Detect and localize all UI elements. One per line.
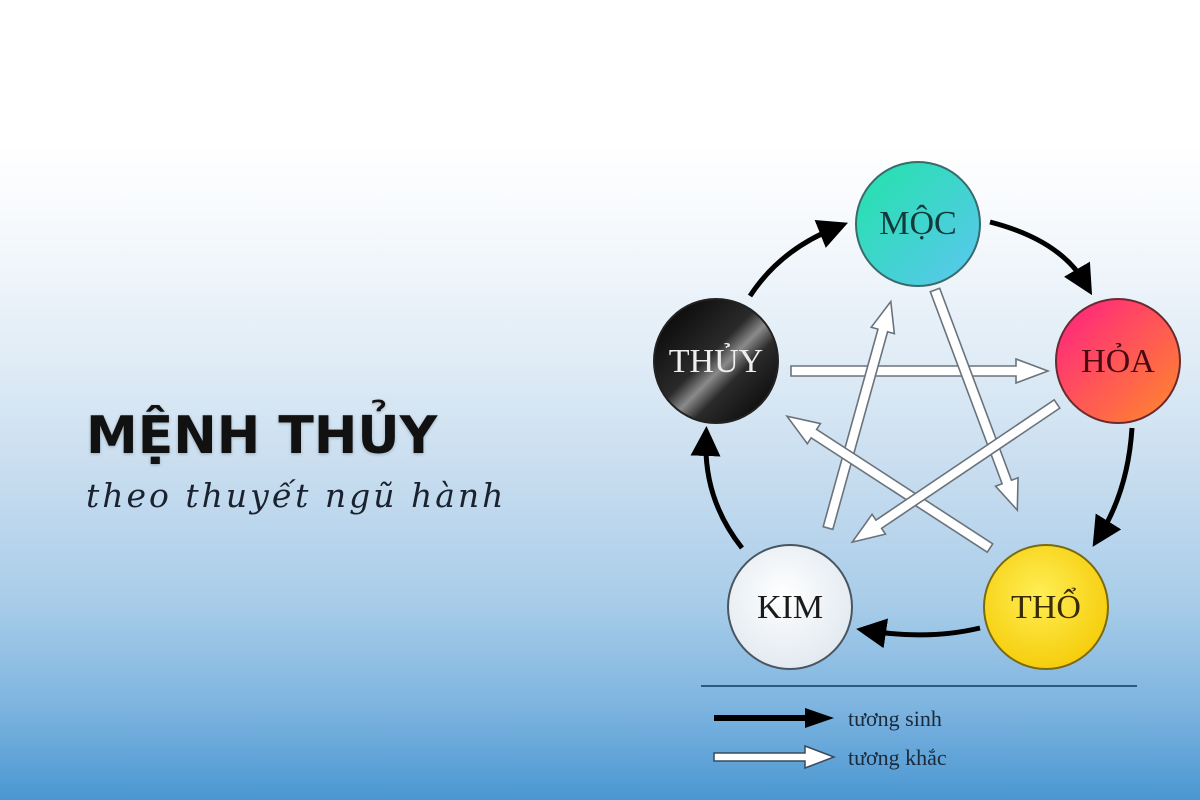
white-arrow-icon [713, 744, 837, 770]
node-kim-label: KIM [757, 589, 823, 626]
legend-label-generating: tương sinh [848, 706, 942, 731]
legend-item-overcoming: tương khắc [713, 744, 947, 770]
arrow-thuy-to-hoa [790, 357, 1051, 385]
subtitle: theo thuyết ngũ hành [86, 476, 507, 515]
node-thuy: THỦY [653, 298, 779, 424]
node-tho: THỔ [983, 544, 1109, 670]
generating-arrows [690, 219, 1135, 649]
node-hoa: HỎA [1055, 298, 1181, 424]
arrow-hoa-to-tho [1092, 427, 1135, 547]
arrow-kim-to-thuy [690, 426, 744, 550]
legend: tương sinh tương khắc [701, 685, 1137, 770]
node-hoa-label: HỎA [1081, 343, 1155, 380]
arrow-tho-to-thuy [785, 414, 994, 554]
arrow-kim-to-moc [822, 299, 896, 531]
arrow-hoa-to-kim [850, 398, 1061, 544]
arrow-moc-to-tho [929, 287, 1019, 513]
main-title: MỆNH THỦY [86, 406, 438, 466]
arrow-thuy-to-moc [747, 220, 848, 298]
title-block: MỆNH THỦY theo thuyết ngũ hành [86, 406, 506, 516]
black-arrow-icon [714, 708, 834, 728]
overcoming-arrows [785, 287, 1061, 554]
node-tho-label: THỔ [1011, 587, 1081, 626]
node-moc-label: MỘC [879, 204, 956, 242]
legend-item-generating: tương sinh [714, 706, 942, 731]
arrow-moc-to-hoa [989, 219, 1093, 296]
node-thuy-label: THỦY [669, 343, 763, 380]
node-moc: MỘC [855, 161, 981, 287]
node-kim: KIM [727, 544, 853, 670]
legend-label-overcoming: tương khắc [848, 745, 947, 770]
arrow-tho-to-kim [856, 618, 981, 649]
